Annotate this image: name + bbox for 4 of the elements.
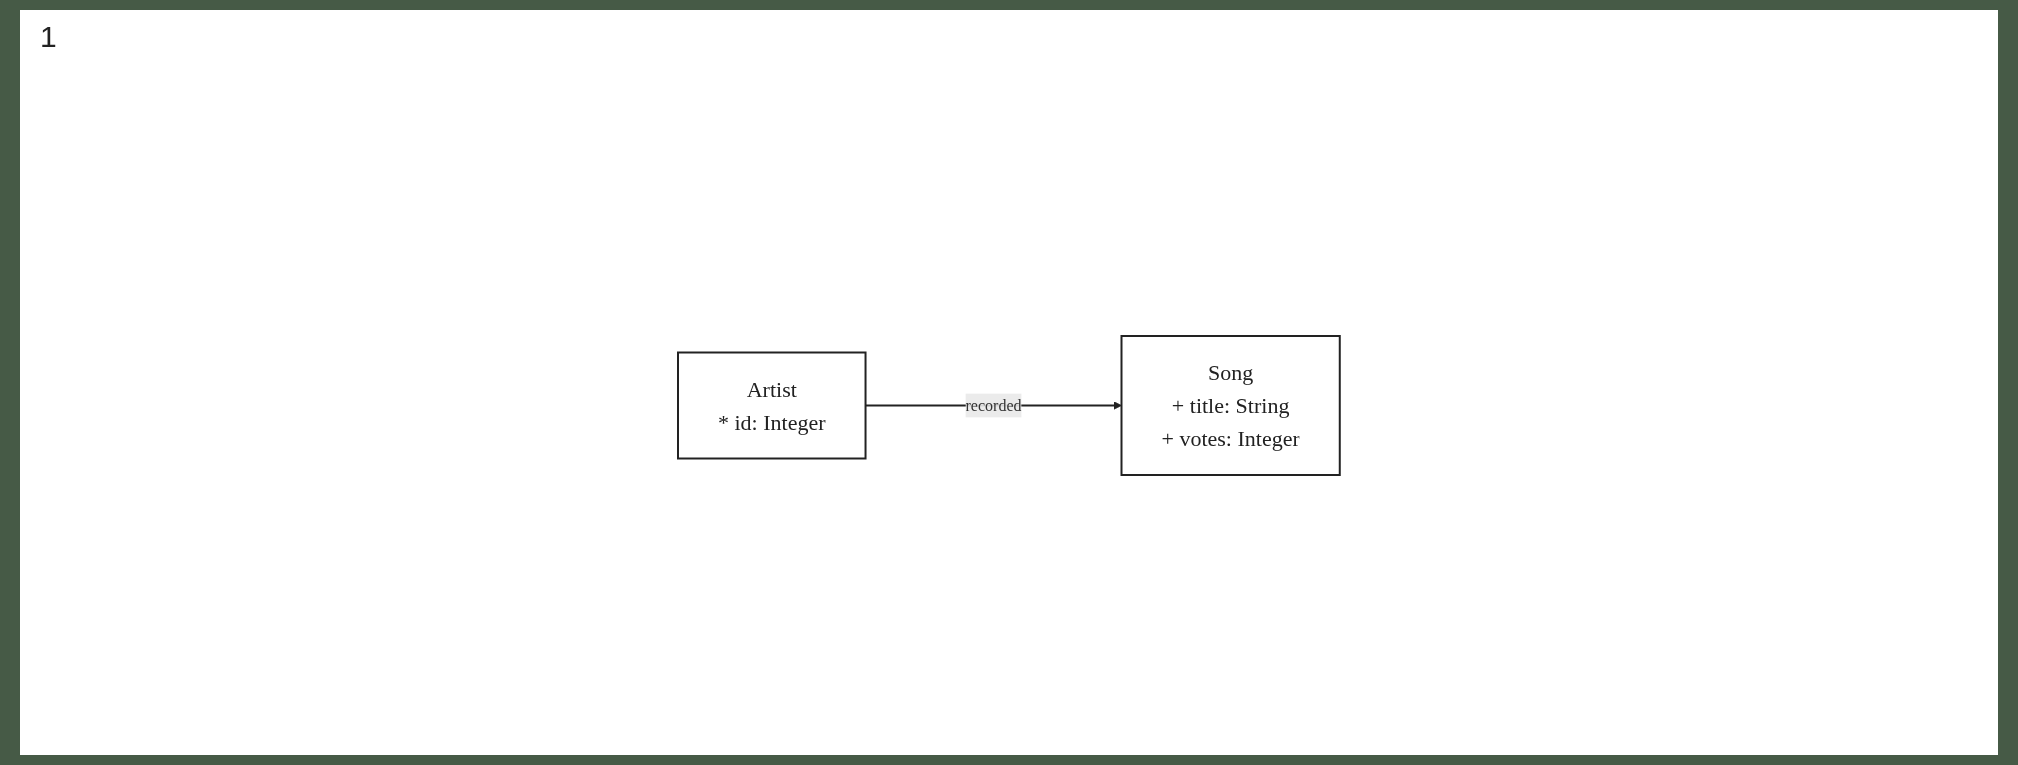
edge-label: recorded <box>965 396 1022 413</box>
multiplicity-label: 1 <box>40 20 57 53</box>
node-box: Artist * id: Integer <box>677 351 867 459</box>
node-box: Song + title: String + votes: Integer <box>1120 334 1341 476</box>
